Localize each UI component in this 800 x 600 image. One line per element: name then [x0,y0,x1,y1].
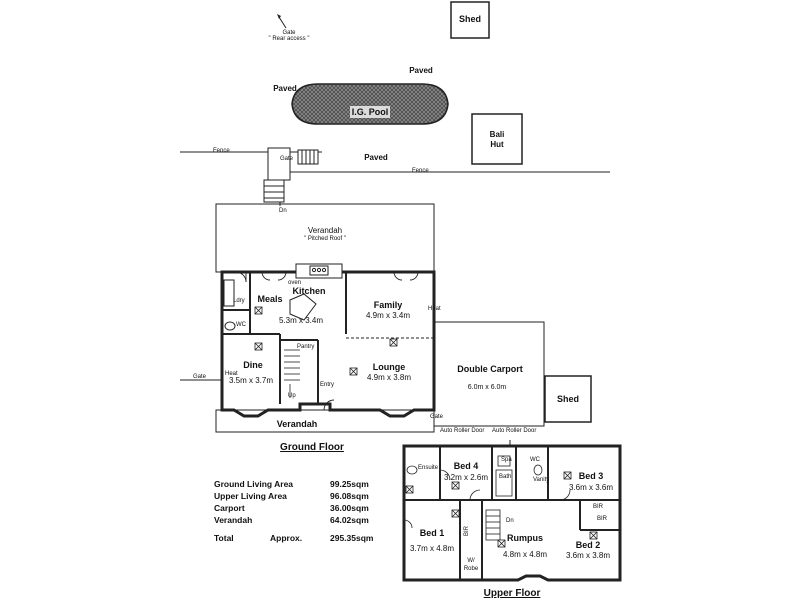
area-value: 99.25sqm [330,479,369,489]
house-outline [220,270,436,418]
rear-gate-label: Gate [282,30,296,36]
bed2-label: Bed 2 [575,540,601,550]
dn-label: Dn [506,518,514,524]
fence-label: Fence [412,168,429,174]
carport-size: 6.0m x 6.0m [467,384,507,391]
pantry-label: Pantry [297,344,315,350]
area-row-total: Total Approx. 295.35sqm [214,533,394,545]
bed3-size: 3.6m x 3.6m [568,483,614,492]
vanity-label: Vanity [533,477,550,483]
area-label: Ground Living Area [214,479,294,489]
family-label: Family [373,300,403,310]
wc-label: WC [236,322,246,328]
wi-robe-label: Robe [463,566,479,572]
area-row: Upper Living Area 96.08sqm [214,491,394,503]
up-label: Up [288,393,296,399]
bed4-label: Bed 4 [453,461,479,471]
heat-label: Heat [428,306,441,312]
bath-label: Bath [499,474,512,480]
shed-top-label: Shed [458,14,482,24]
rear-steps [263,147,319,206]
area-summary-table: Ground Living Area 99.25sqm Upper Living… [214,479,394,545]
entry-label: Entry [320,382,335,388]
area-label: Total [214,533,234,543]
area-value: 96.08sqm [330,491,369,501]
area-value: 36.00sqm [330,503,369,513]
family-size: 4.9m x 3.4m [365,311,411,320]
dine-size: 3.5m x 3.7m [228,376,274,385]
upper-floor-outline [402,444,622,582]
shed-top [450,1,490,39]
pool-label: I.G. Pool [351,107,389,117]
double-carport [433,321,545,427]
bed4-size: 3.2m x 2.6m [443,473,489,482]
bir-label: BIR [464,525,471,537]
bali-hut-label: Bali [489,130,505,139]
area-row: Ground Living Area 99.25sqm [214,479,394,491]
spa-label: Spa [501,457,512,463]
roller-door-label: Auto Roller Door [492,428,537,434]
shed-carport [544,375,592,423]
bali-hut [471,113,523,165]
lounge-label: Lounge [372,362,406,372]
wc-upper-label: WC [530,457,540,463]
gate-label: Gate [280,156,294,162]
paved-label: Paved [364,153,388,162]
bed3-label: Bed 3 [578,471,604,481]
verandah-front [215,409,435,433]
bir-label: BIR [597,516,608,522]
down-label: Dn [279,208,287,214]
shed-carport-label: Shed [556,394,580,404]
rumpus-size: 4.8m x 4.8m [502,550,548,559]
bed2-size: 3.6m x 3.8m [565,551,611,560]
area-label: Carport [214,503,245,513]
pitched-roof-label: " Pitched Roof " [304,236,346,242]
bir-label: BIR [593,504,604,510]
bed1-size: 3.7m x 4.8m [409,544,455,553]
lounge-size: 4.9m x 3.8m [366,373,412,382]
gate-label: Gate [193,374,207,380]
rumpus-label: Rumpus [507,533,543,543]
kitchen-label: Kitchen [292,286,326,296]
area-row: Verandah 64.02sqm [214,515,394,527]
gate-label: Gate [430,414,444,420]
dine-label: Dine [243,360,263,370]
paved-label: Paved [273,84,297,93]
ground-floor-title: Ground Floor [280,442,344,453]
wi-robe-label: W/ [467,558,475,564]
area-label: Upper Living Area [214,491,287,501]
rear-gate-arrow [278,16,287,29]
area-value: 64.02sqm [330,515,369,525]
bali-hut-label: Hut [490,140,504,149]
fence-label: Fence [213,148,230,154]
stairs-ground [284,349,300,398]
pool [291,83,449,125]
laundry-label: Ldry [233,298,245,304]
verandah-rear-label: Verandah [307,226,343,235]
meals-label: Meals [257,294,283,304]
rear-access-label: " Rear access " [268,36,310,42]
verandah-front-label: Verandah [276,419,318,429]
paved-label: Paved [409,66,433,75]
area-row: Carport 36.00sqm [214,503,394,515]
kitchen-size: 5.3m x 3.4m [278,316,324,325]
area-label: Verandah [214,515,253,525]
carport-label: Double Carport [457,364,523,374]
roller-door-label: Auto Roller Door [440,428,485,434]
ensuite-label: Ensuite [418,465,439,471]
oven-label: oven [288,280,302,286]
bed1-label: Bed 1 [419,528,445,538]
area-mid: Approx. [270,533,303,543]
upper-floor-title: Upper Floor [483,588,541,599]
area-value: 295.35sqm [330,533,374,543]
heat-label: Heat [225,371,238,377]
